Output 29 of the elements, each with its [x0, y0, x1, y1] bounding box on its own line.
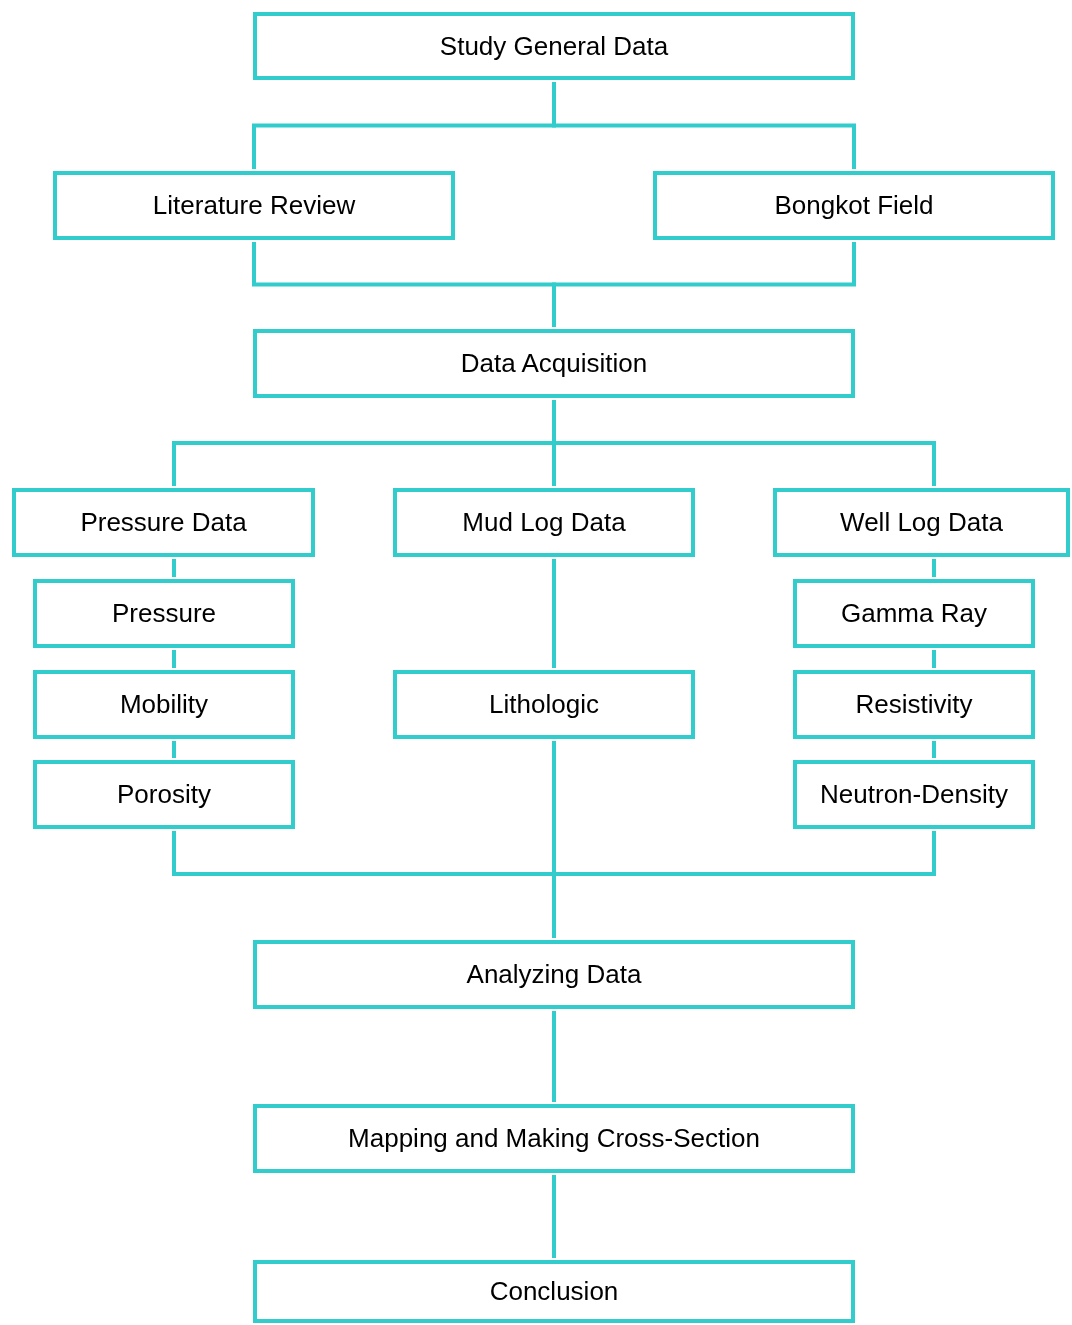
process-box: Pressure Data — [12, 488, 315, 557]
process-box: Literature Review — [53, 171, 455, 240]
connector-line — [552, 559, 556, 668]
process-box: Mud Log Data — [393, 488, 695, 557]
connector-line — [552, 1011, 556, 1102]
connector-line — [172, 559, 176, 577]
connector-line — [172, 650, 176, 668]
process-box: Lithologic — [393, 670, 695, 739]
process-box: Well Log Data — [773, 488, 1070, 557]
process-box: Analyzing Data — [253, 940, 855, 1009]
process-box: Mapping and Making Cross-Section — [253, 1104, 855, 1173]
process-box: Mobility — [33, 670, 295, 739]
process-box: Study General Data — [253, 12, 855, 80]
process-box: Pressure — [33, 579, 295, 648]
process-box: Data Acquisition — [253, 329, 855, 398]
connector-line — [552, 1175, 556, 1258]
process-box: Neutron-Density — [793, 760, 1035, 829]
connector-line — [932, 650, 936, 668]
connector-line — [932, 559, 936, 577]
process-box: Conclusion — [253, 1260, 855, 1323]
connector-line — [932, 741, 936, 758]
process-box: Resistivity — [793, 670, 1035, 739]
connector-line — [552, 831, 936, 938]
process-box: Gamma Ray — [793, 579, 1035, 648]
process-box: Bongkot Field — [653, 171, 1055, 240]
connector-line — [552, 400, 936, 486]
connector-line — [172, 741, 176, 758]
connector-line — [552, 242, 856, 327]
process-box: Porosity — [33, 760, 295, 829]
